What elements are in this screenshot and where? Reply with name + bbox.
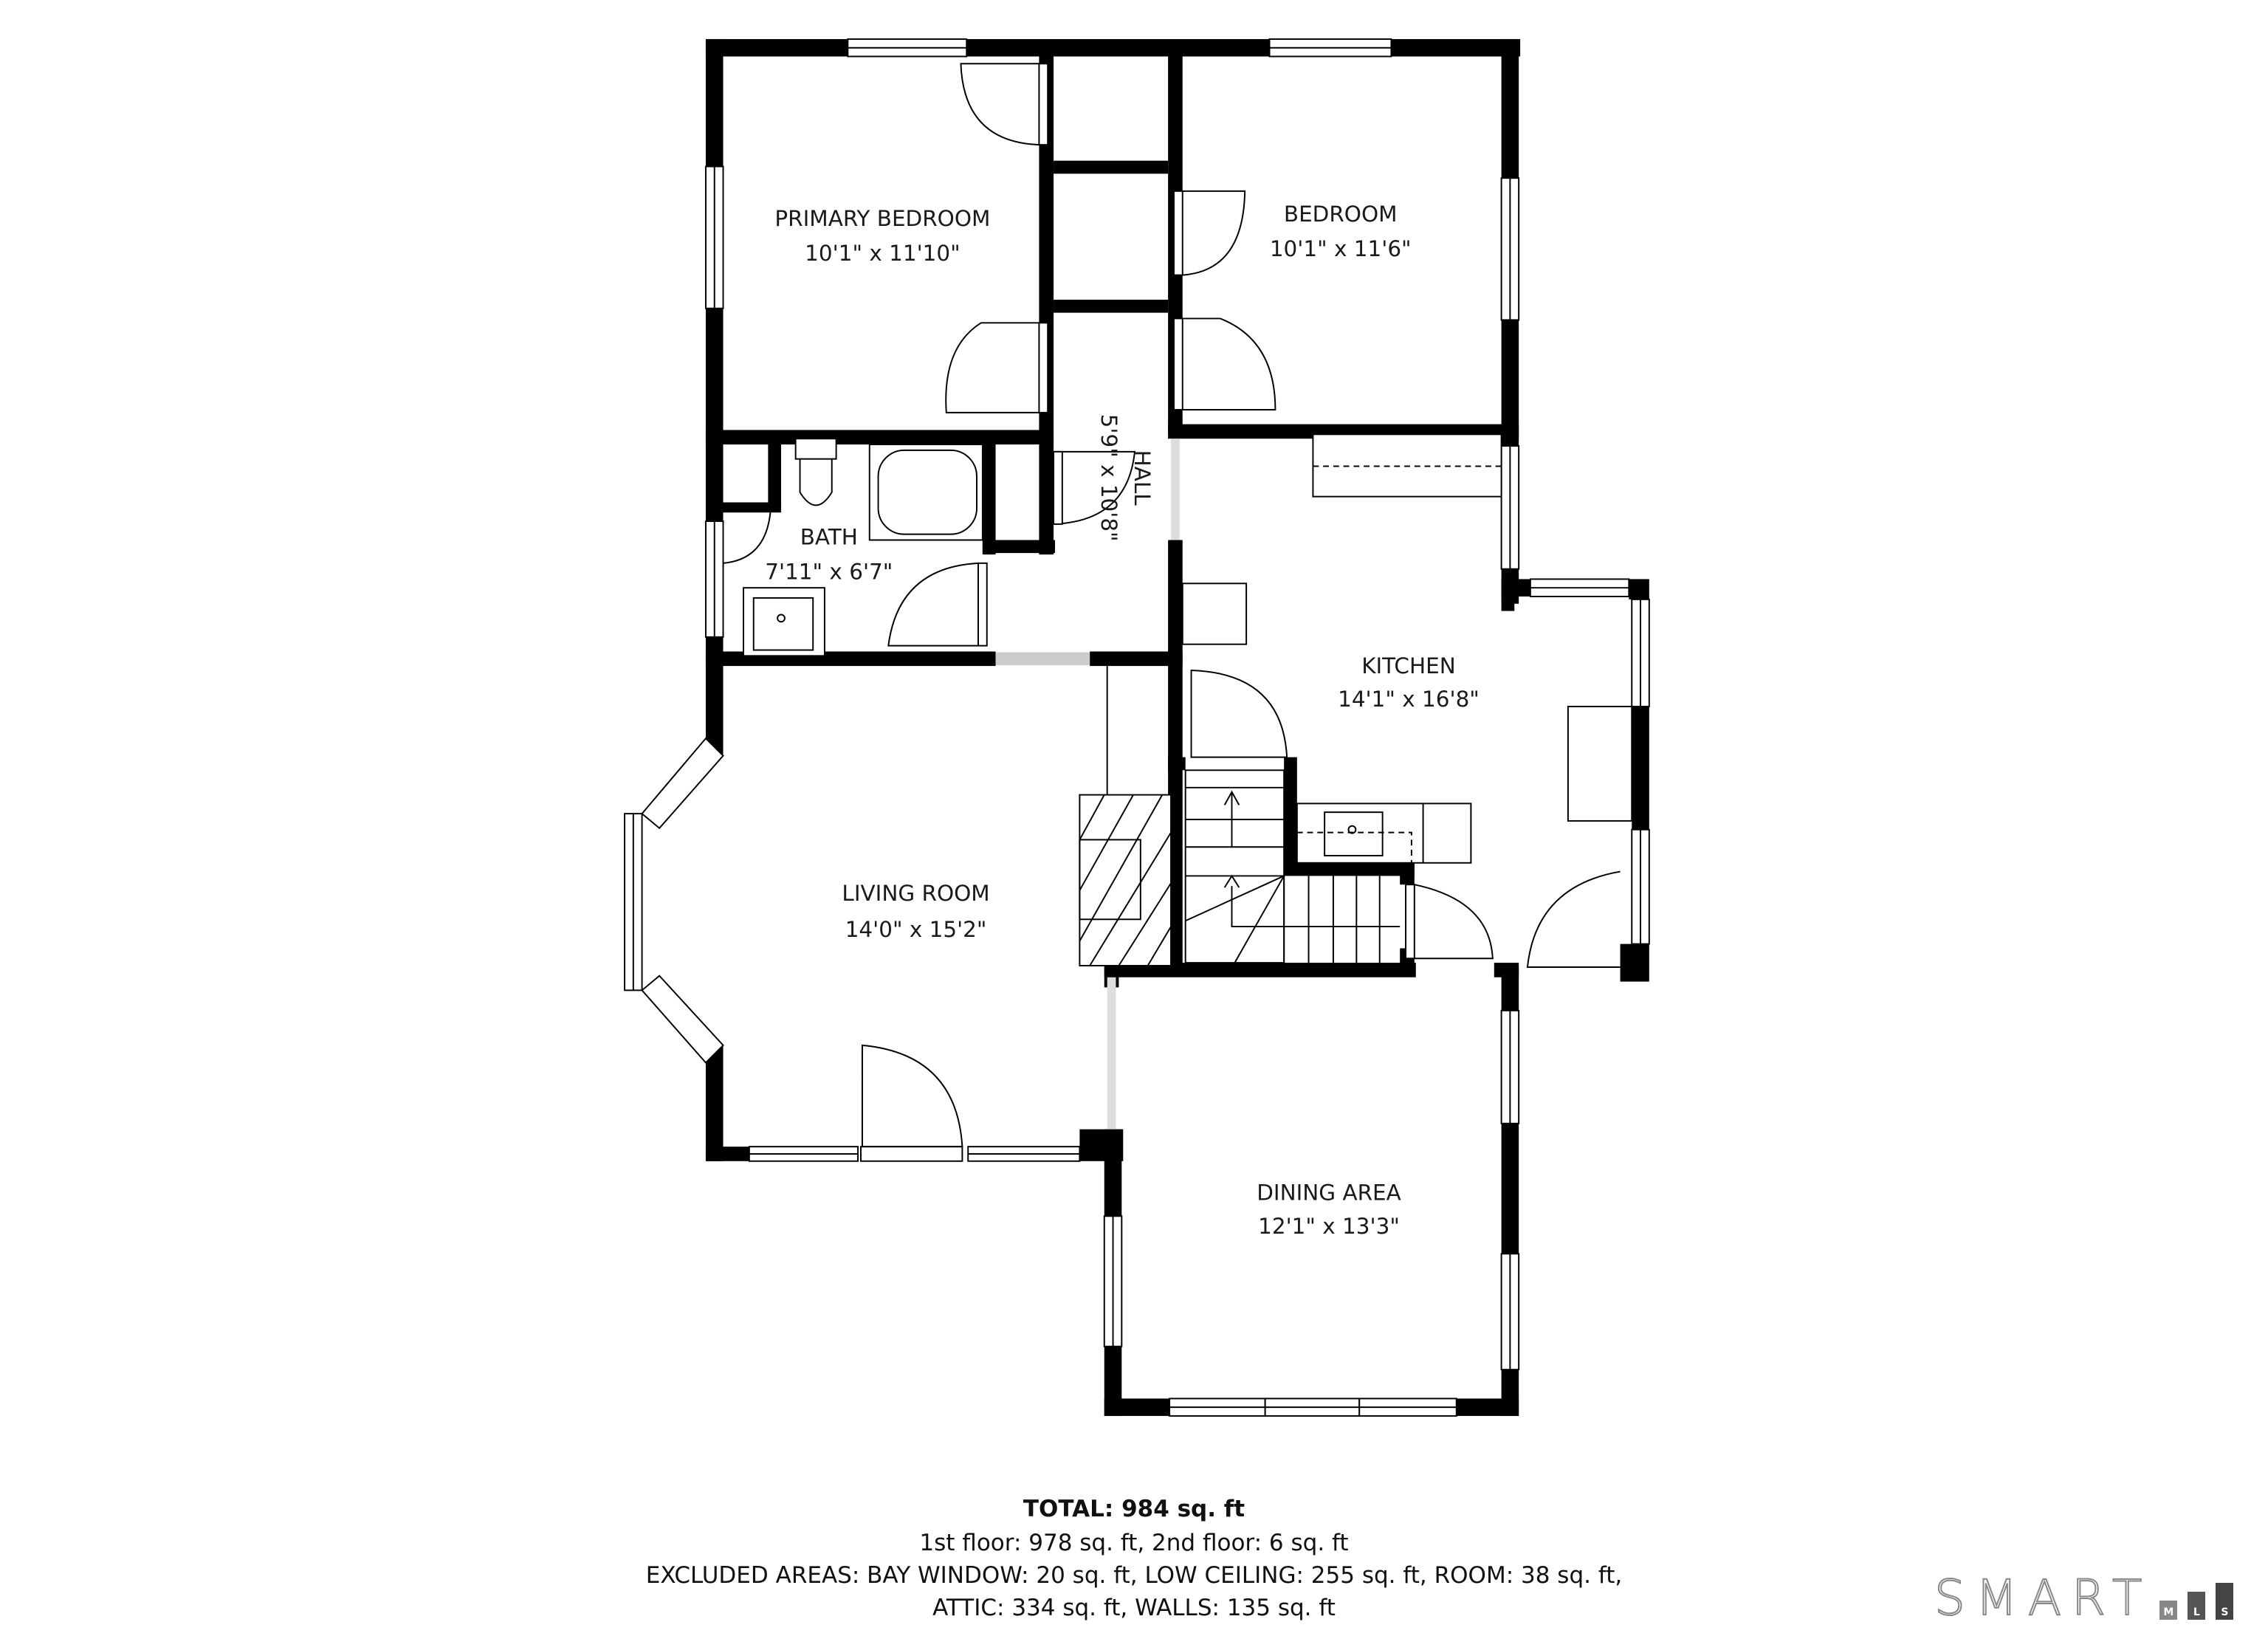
logo-bar-s: S	[2216, 1583, 2234, 1620]
walls	[705, 38, 1649, 1416]
room-name-living-room: LIVING ROOM	[842, 881, 989, 906]
room-dims-primary-bedroom: 10'1" x 11'10"	[805, 241, 961, 266]
room-dims-dining-area: 12'1" x 13'3"	[1258, 1214, 1400, 1239]
room-dims-kitchen: 14'1" x 16'8"	[1338, 687, 1480, 712]
room-name-kitchen: KITCHEN	[1361, 653, 1456, 678]
logo-text: SMART	[1934, 1570, 2153, 1626]
openings	[995, 439, 1180, 1130]
room-name-dining-area: DINING AREA	[1257, 1180, 1401, 1206]
room-dims-bedroom: 10'1" x 11'6"	[1270, 236, 1412, 261]
room-dims-living-room: 14'0" x 15'2"	[845, 917, 987, 942]
room-name-hall: HALL	[1130, 450, 1155, 506]
logo-bar-m: M	[2159, 1601, 2178, 1620]
floor-breakdown: 1st floor: 978 sq. ft, 2nd floor: 6 sq. …	[919, 1530, 1349, 1556]
logo-bar-l: L	[2188, 1592, 2206, 1620]
doors	[723, 63, 1621, 1148]
room-dims-bath: 7'11" x 6'7"	[765, 559, 893, 584]
room-name-primary-bedroom: PRIMARY BEDROOM	[774, 206, 990, 231]
room-labels: PRIMARY BEDROOM 10'1" x 11'10" BEDROOM 1…	[765, 202, 1480, 1239]
excluded-areas-line-1: EXCLUDED AREAS: BAY WINDOW: 20 sq. ft, L…	[645, 1562, 1623, 1589]
room-name-bath: BATH	[800, 524, 858, 549]
logo-bars: M L S	[2159, 1583, 2234, 1620]
room-dims-hall: 5'9" x 10'8"	[1096, 414, 1121, 542]
fixtures	[743, 433, 1633, 967]
total-area: TOTAL: 984 sq. ft	[1023, 1496, 1245, 1522]
windows	[624, 38, 1650, 1417]
room-name-bedroom: BEDROOM	[1284, 202, 1398, 227]
excluded-areas-line-2: ATTIC: 334 sq. ft, WALLS: 135 sq. ft	[932, 1595, 1336, 1621]
smart-mls-logo: SMART M L S	[1934, 1570, 2234, 1626]
